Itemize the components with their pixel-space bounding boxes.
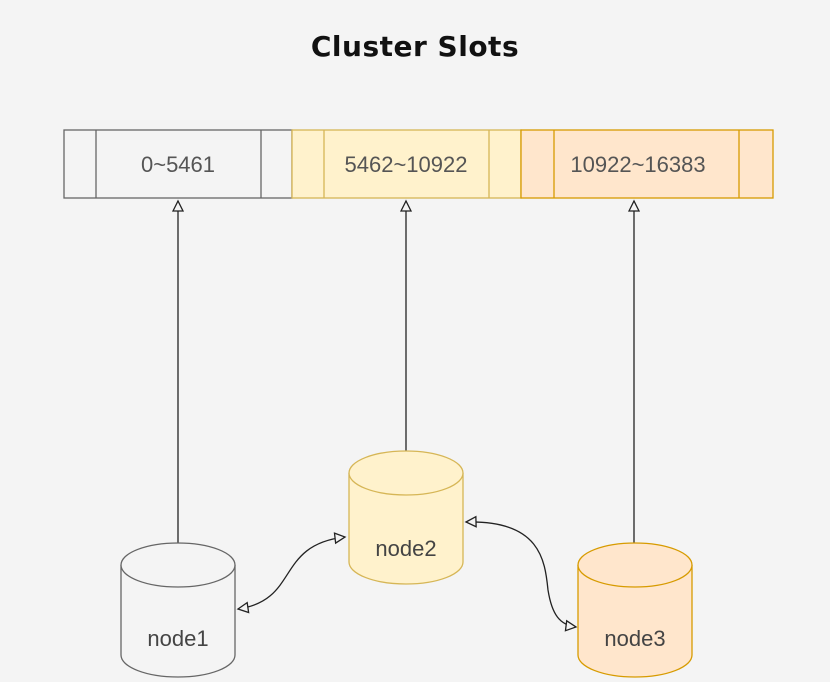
slot-range-label: 5462~10922 [345, 152, 468, 177]
node-label: node2 [375, 536, 436, 561]
node-label: node3 [604, 626, 665, 651]
slot-segment-2: 5462~10922 [291, 129, 522, 199]
node2-cylinder: node2 [348, 450, 464, 585]
slot-segment-1-box [63, 129, 293, 199]
slot-segment-1: 0~5461 [63, 129, 293, 199]
node1-node2-connector [236, 532, 347, 614]
node2-node3-connector [464, 515, 578, 632]
node-label: node1 [147, 626, 208, 651]
slot-segment-2-box [291, 129, 522, 199]
node3-cylinder: node3 [577, 542, 693, 678]
diagram-title: Cluster Slots [310, 30, 520, 63]
slot-segment-3-box [520, 129, 774, 199]
node1-cylinder: node1 [120, 542, 236, 678]
slot-range-label: 10922~16383 [570, 152, 705, 177]
slot-segment-3: 10922~16383 [520, 129, 774, 199]
slot-range-label: 0~5461 [141, 152, 215, 177]
